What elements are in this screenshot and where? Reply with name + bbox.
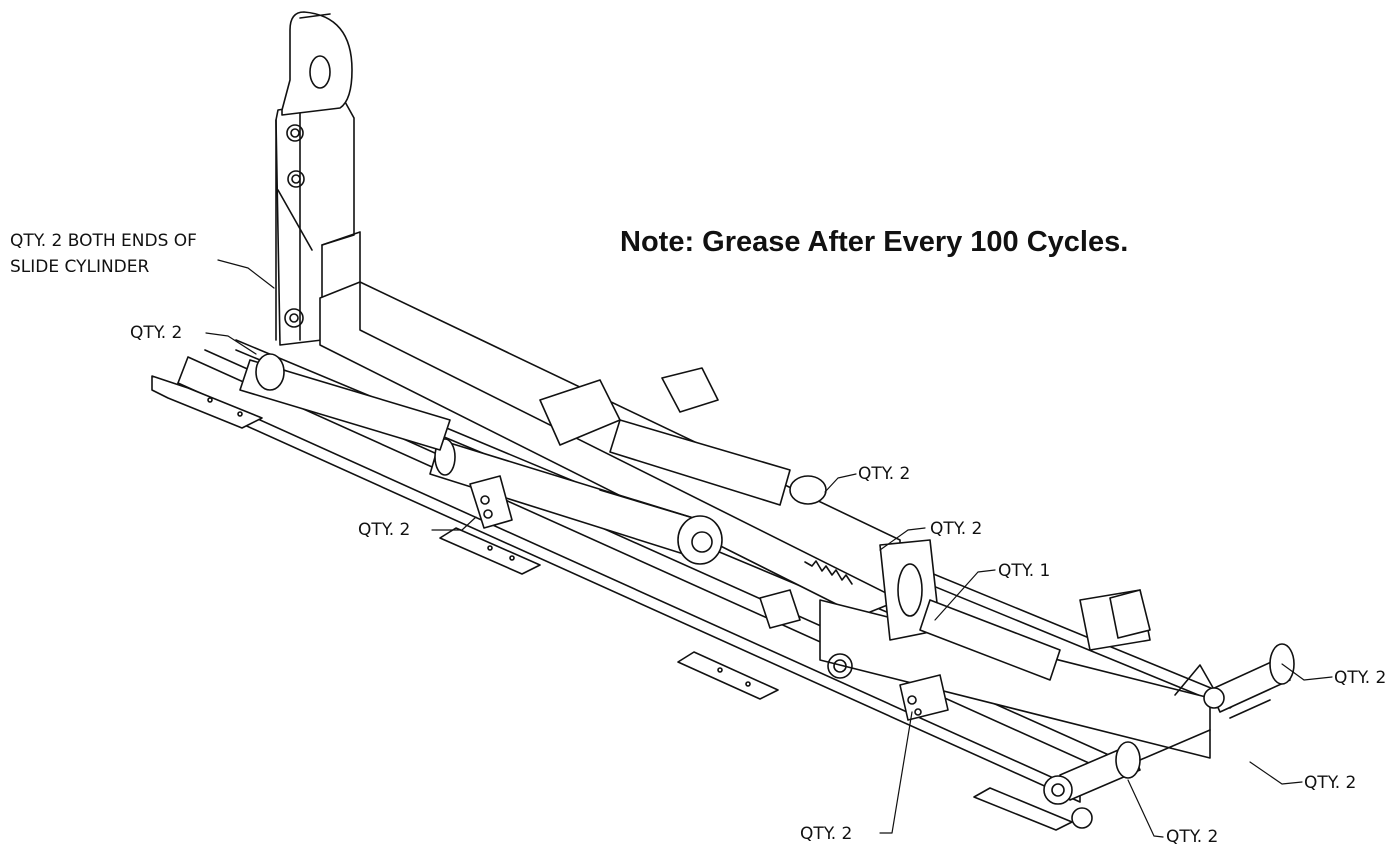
callout-slide-cylinder-line2: SLIDE CYLINDER: [10, 257, 150, 278]
callout-front-roller: QTY. 2: [1334, 668, 1387, 688]
lift-hook: [281, 11, 353, 116]
lift-cylinders: [239, 353, 827, 565]
callout-left-mid-pivot: QTY. 2: [358, 520, 411, 540]
callout-front-lower-roller: QTY. 2: [1166, 827, 1219, 847]
rear-rollers: [1043, 643, 1295, 829]
callout-center-link: QTY. 1: [998, 561, 1051, 581]
grease-note: Note: Grease After Every 100 Cycles.: [620, 226, 1129, 258]
return-spring: [804, 560, 853, 585]
callout-main-cylinder-rod: QTY. 2: [858, 464, 911, 484]
mount-brackets: [469, 367, 1151, 721]
leader-lines: [205, 259, 1333, 838]
rear-subframe: [819, 539, 1221, 759]
mounting-feet: [151, 375, 1073, 831]
callout-center-pivot: QTY. 2: [930, 519, 983, 539]
callout-rear-lower-pivot: QTY. 2: [800, 824, 853, 844]
callout-front-pivot: QTY. 2: [1304, 773, 1357, 793]
callout-slide-cylinder: QTY. 2 BOTH ENDS OF SLIDE CYLINDER: [10, 228, 197, 281]
callout-rear-pivot: QTY. 2: [130, 323, 183, 343]
callout-slide-cylinder-line1: QTY. 2 BOTH ENDS OF: [10, 231, 197, 251]
hook-arm: [275, 99, 361, 346]
